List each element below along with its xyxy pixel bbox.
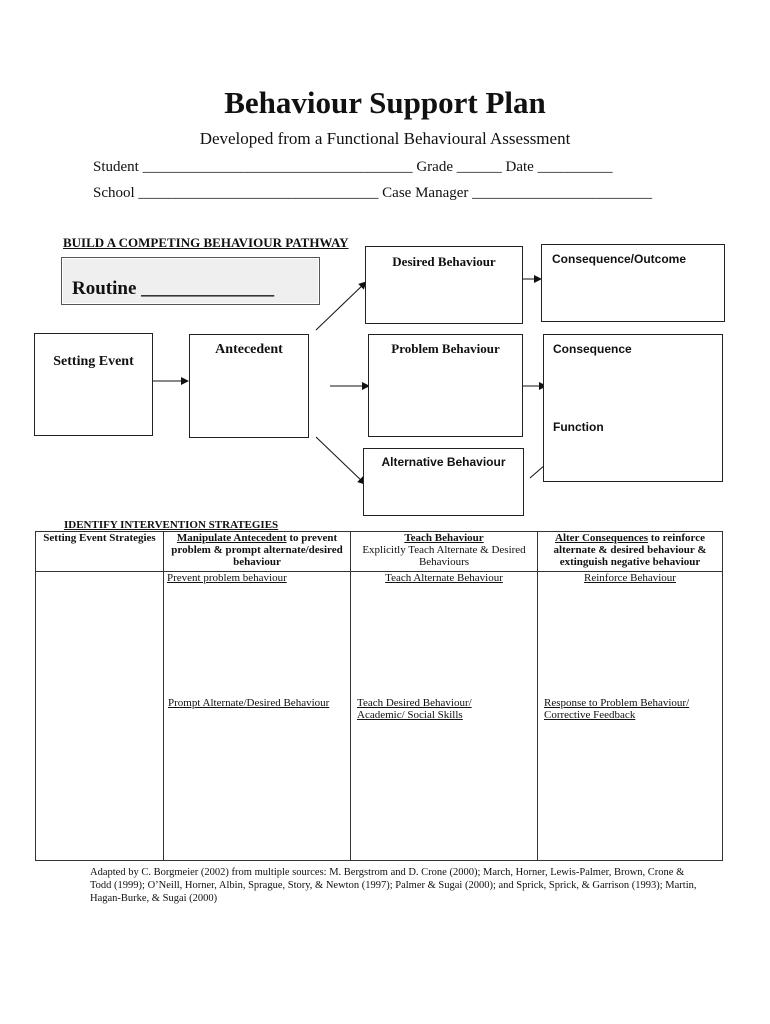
problem-behaviour-box: Problem Behaviour <box>368 334 523 437</box>
col-teach-header: Teach Behaviour Explicitly Teach Alterna… <box>350 531 538 572</box>
antecedent-box: Antecedent <box>189 334 309 438</box>
table-row: Prevent problem behaviour Prompt Alterna… <box>35 571 723 861</box>
grade-field[interactable]: ______ <box>456 159 502 175</box>
teach-strategies-cell[interactable]: Teach Alternate Behaviour Teach Desired … <box>350 571 538 861</box>
case-manager-label: Case Manager <box>382 185 469 201</box>
prevent-problem-label: Prevent problem behaviour <box>167 572 287 584</box>
routine-box: Routine ______________ <box>61 257 320 305</box>
school-row: School ________________________________ … <box>93 185 652 202</box>
page-title: Behaviour Support Plan <box>224 85 546 120</box>
setting-event-strategies-cell[interactable] <box>35 571 164 861</box>
date-label: Date <box>505 159 534 175</box>
prompt-alternate-label: Prompt Alternate/Desired Behaviour <box>168 697 330 709</box>
col-antecedent-header: Manipulate Antecedent to prevent problem… <box>163 531 351 572</box>
arrow-antecedent-to-alternative <box>315 436 366 485</box>
case-manager-field[interactable]: ________________________ <box>472 185 653 201</box>
student-row: Student ________________________________… <box>93 159 613 176</box>
col-setting-event-header: Setting Event Strategies <box>35 531 164 572</box>
routine-label: Routine <box>72 278 137 299</box>
function-label: Function <box>553 420 604 434</box>
desired-behaviour-box: Desired Behaviour <box>365 246 523 324</box>
desired-behaviour-label: Desired Behaviour <box>392 254 496 269</box>
consequence-outcome-box: Consequence/Outcome <box>541 244 725 322</box>
strategies-heading: IDENTIFY INTERVENTION STRATEGIES <box>64 519 279 531</box>
antecedent-strategies-cell[interactable]: Prevent problem behaviour Prompt Alterna… <box>163 571 351 861</box>
setting-event-label: Setting Event <box>53 354 134 369</box>
consequence-label: Consequence <box>553 342 632 356</box>
arrow-antecedent-to-desired <box>315 281 367 331</box>
school-field[interactable]: ________________________________ <box>138 185 379 201</box>
student-label: Student <box>93 159 139 175</box>
consequence-function-box: Consequence Function <box>543 334 723 482</box>
table-header-row: Setting Event Strategies Manipulate Ante… <box>35 531 723 572</box>
student-field[interactable]: ____________________________________ <box>142 159 413 175</box>
school-label: School <box>93 185 135 201</box>
pathway-heading: BUILD A COMPETING BEHAVIOUR PATHWAY <box>63 235 349 250</box>
alternative-behaviour-box: Alternative Behaviour <box>363 448 524 516</box>
reinforce-behaviour-label: Reinforce Behaviour <box>584 572 676 584</box>
teach-alternate-label: Teach Alternate Behaviour <box>385 572 503 584</box>
setting-event-box: Setting Event <box>34 333 153 436</box>
grade-label: Grade <box>416 159 453 175</box>
antecedent-label: Antecedent <box>215 342 283 357</box>
date-field[interactable]: __________ <box>537 159 613 175</box>
consequence-strategies-cell[interactable]: Reinforce Behaviour Response to Problem … <box>537 571 723 861</box>
page-subtitle: Developed from a Functional Behavioural … <box>199 129 571 148</box>
strategies-table: Setting Event Strategies Manipulate Ante… <box>35 531 723 861</box>
teach-desired-label: Teach Desired Behaviour/ Academic/ Socia… <box>357 697 472 721</box>
alternative-behaviour-label: Alternative Behaviour <box>381 455 506 469</box>
consequence-outcome-label: Consequence/Outcome <box>552 252 687 266</box>
footer-citation: Adapted by C. Borgmeier (2002) from mult… <box>90 867 697 904</box>
response-problem-label: Response to Problem Behaviour/ Correctiv… <box>544 697 690 721</box>
problem-behaviour-label: Problem Behaviour <box>391 341 500 356</box>
routine-field[interactable]: ______________ <box>141 278 275 299</box>
col-consequences-header: Alter Consequences to reinforce alternat… <box>537 531 723 572</box>
